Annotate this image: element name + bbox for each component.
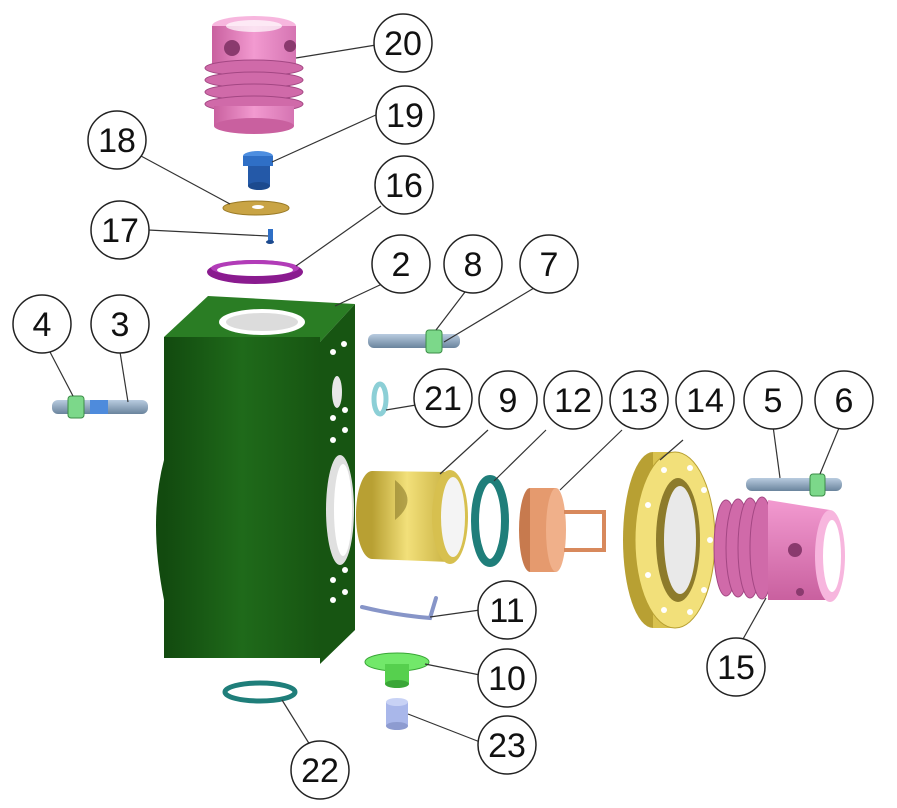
part-18-washer	[222, 200, 290, 216]
callout-9-label: 9	[499, 382, 518, 420]
callout-2-label: 2	[392, 246, 411, 284]
callout-22: 22	[290, 740, 350, 800]
callout-11-label: 11	[489, 592, 524, 630]
callout-15: 15	[706, 637, 766, 697]
callout-21: 21	[413, 368, 473, 428]
callout-13: 13	[609, 370, 669, 430]
callout-20-label: 20	[384, 25, 422, 63]
callout-17-label: 17	[101, 212, 139, 250]
callout-17: 17	[90, 200, 150, 260]
callout-8-label: 8	[464, 246, 483, 284]
leader-line-2	[334, 283, 383, 307]
leader-line-16	[295, 205, 382, 267]
leader-line-14	[659, 439, 684, 461]
leader-line-22	[281, 699, 311, 746]
callout-4-label: 4	[33, 306, 52, 344]
leader-line-4	[49, 351, 74, 397]
callout-9: 9	[478, 370, 538, 430]
callout-12-label: 12	[554, 382, 592, 420]
part-13-copper-valve	[519, 488, 606, 572]
callout-4: 4	[12, 294, 72, 354]
leader-line-20	[295, 44, 377, 59]
callout-19-label: 19	[386, 97, 424, 135]
leader-line-13	[559, 429, 623, 491]
callout-6-label: 6	[835, 382, 854, 420]
leader-line-10	[424, 663, 481, 676]
callout-21-label: 21	[424, 380, 462, 418]
callout-10: 10	[477, 648, 537, 708]
leader-line-3	[119, 351, 129, 403]
callout-19: 19	[375, 85, 435, 145]
callout-5: 5	[743, 370, 803, 430]
part-5-stud-right	[746, 478, 842, 491]
part-21-small-ring	[371, 381, 389, 417]
callout-16-label: 16	[385, 167, 423, 205]
part-15-pink-cap	[713, 496, 845, 602]
callout-2: 2	[371, 234, 431, 294]
callout-15-label: 15	[717, 649, 755, 687]
callout-8: 8	[443, 234, 503, 294]
part-14-gold-flange	[623, 451, 716, 629]
part-9-gold-seat	[356, 470, 468, 564]
part-17-pin	[266, 229, 274, 244]
part-4-nut-left	[67, 395, 85, 419]
part-3-stud-left	[52, 400, 148, 414]
callout-6: 6	[814, 370, 874, 430]
leader-line-21	[385, 404, 417, 411]
leader-line-7	[443, 287, 535, 343]
part-8-nut-upper	[425, 329, 443, 354]
leader-line-19	[271, 113, 379, 163]
leader-line-18	[140, 155, 231, 205]
leader-line-23	[407, 713, 481, 743]
leader-line-12	[493, 429, 547, 482]
callout-16: 16	[374, 155, 434, 215]
callout-3: 3	[90, 294, 150, 354]
part-6-nut-right	[809, 473, 826, 497]
part-19-blue-bushing	[243, 151, 273, 190]
leader-line-11	[429, 609, 481, 618]
leader-line-17	[147, 229, 269, 237]
callout-23: 23	[477, 715, 537, 775]
leader-line-6	[819, 427, 840, 475]
callouts: 20 19 18 16 17 2 8 7	[12, 13, 874, 800]
part-23-cylinder	[386, 698, 408, 730]
callout-10-label: 10	[488, 660, 526, 698]
callout-12: 12	[543, 370, 603, 430]
callout-20: 20	[373, 13, 433, 73]
part-20-top-nut	[204, 16, 304, 134]
leader-line-8	[435, 291, 466, 331]
part-22-bottom-ring	[222, 680, 298, 704]
callout-14: 14	[675, 370, 735, 430]
part-2-main-body	[156, 296, 355, 664]
callout-5-label: 5	[764, 382, 783, 420]
part-16-purple-ring	[207, 260, 303, 284]
callout-7-label: 7	[540, 246, 559, 284]
part-10-spider	[364, 652, 430, 688]
callout-23-label: 23	[488, 727, 526, 765]
callout-18: 18	[87, 110, 147, 170]
callout-13-label: 13	[620, 382, 658, 420]
callout-18-label: 18	[98, 122, 136, 160]
callout-7: 7	[519, 234, 579, 294]
callout-11: 11	[477, 580, 537, 640]
leader-line-9	[439, 429, 489, 475]
callout-22-label: 22	[301, 752, 339, 790]
callout-14-label: 14	[686, 382, 724, 420]
callout-3-label: 3	[111, 306, 130, 344]
leader-lines	[49, 44, 840, 746]
part-11-wire-clip	[360, 596, 438, 621]
leader-line-5	[772, 425, 781, 479]
part-12-teal-ring	[471, 475, 509, 567]
